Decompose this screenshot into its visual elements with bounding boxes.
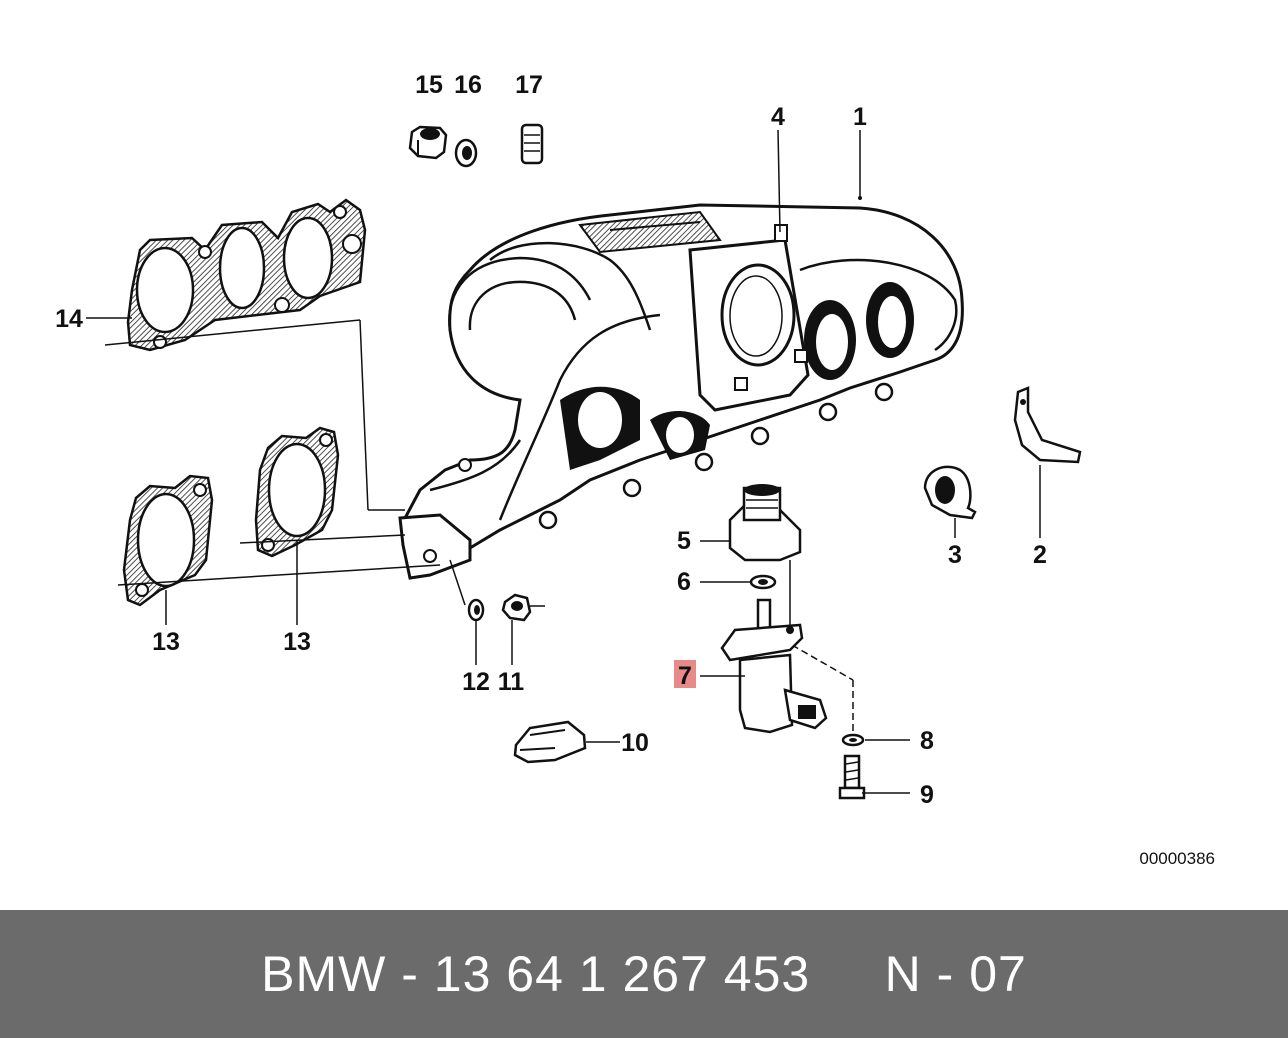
gasket-left-part-13: [122, 474, 214, 607]
parts-diagram: 1 2 3 4 5 6 7 8 9 10 11 12 13 13 14 15 1…: [55, 71, 1215, 868]
washer-part-12: [467, 598, 485, 622]
part-number-label: BMW - 13 64 1 267 453 N - 07: [261, 946, 1027, 1002]
cap-part-10: [513, 720, 587, 764]
leader-lines: [86, 129, 1041, 794]
callout-16[interactable]: 16: [454, 71, 482, 99]
housing-part-5: [728, 484, 802, 562]
callout-2[interactable]: 2: [1033, 541, 1047, 569]
gasket-large-part-14: [126, 198, 367, 352]
callout-7[interactable]: 7: [678, 662, 692, 690]
callout-6[interactable]: 6: [677, 568, 691, 596]
callout-13-right[interactable]: 13: [283, 628, 311, 656]
callout-15[interactable]: 15: [415, 71, 443, 99]
valve-part-7: [720, 598, 828, 734]
callout-9[interactable]: 9: [920, 781, 934, 809]
washer-part-16: [454, 138, 478, 168]
bolt-part-9: [838, 754, 866, 800]
washer-part-8: [841, 733, 865, 747]
alignment-lines: [104, 319, 854, 740]
gasket-right-part-13: [254, 426, 340, 558]
callout-14[interactable]: 14: [55, 305, 83, 333]
selected-part-highlight: [674, 660, 696, 688]
callout-12[interactable]: 12: [462, 668, 490, 696]
washer-part-6: [749, 574, 777, 590]
callout-8[interactable]: 8: [920, 727, 934, 755]
callout-4[interactable]: 4: [771, 103, 785, 131]
nut-part-11: [501, 593, 532, 622]
callout-17[interactable]: 17: [515, 71, 543, 99]
bracket-part-2: [1013, 386, 1082, 464]
callout-11[interactable]: 11: [498, 668, 525, 696]
diagram-reference-number: 00000386: [1139, 849, 1215, 868]
clamp-part-3: [923, 465, 977, 520]
stud-part-17: [520, 123, 544, 165]
callout-3[interactable]: 3: [948, 541, 962, 569]
nut-part-15: [408, 125, 448, 160]
callout-10[interactable]: 10: [621, 729, 649, 757]
callout-5[interactable]: 5: [677, 527, 691, 555]
exhaust-manifold-part-1: [398, 203, 964, 580]
footer-bar: BMW - 13 64 1 267 453 N - 07: [0, 910, 1288, 1038]
callout-1[interactable]: 1: [853, 103, 867, 131]
callout-13-left[interactable]: 13: [152, 628, 180, 656]
